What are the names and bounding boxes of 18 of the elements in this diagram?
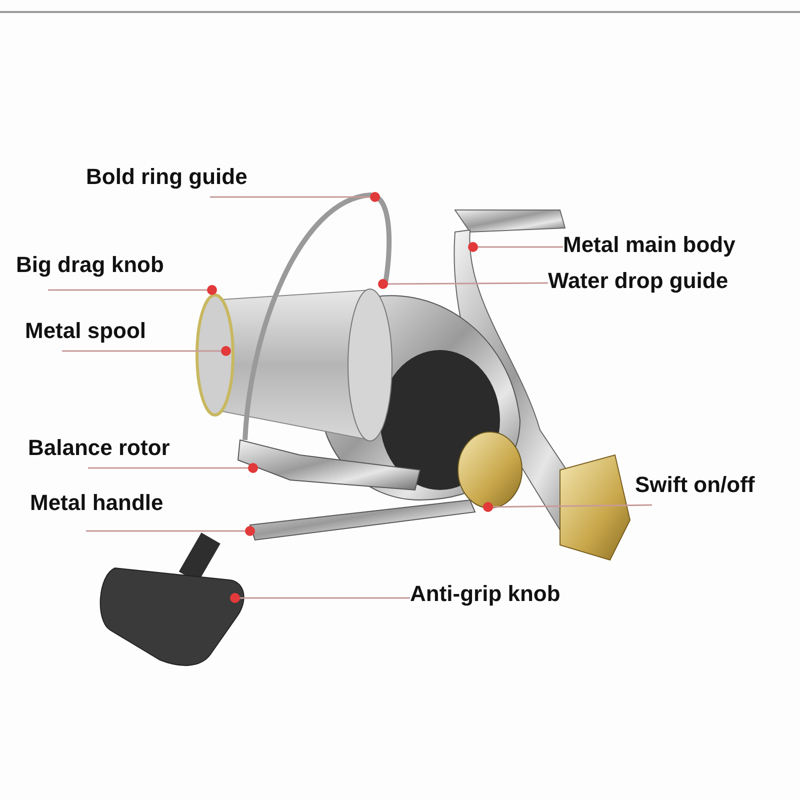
part-label: Balance rotor bbox=[28, 435, 240, 468]
leader-line bbox=[230, 593, 410, 603]
part-label: Metal handle bbox=[30, 490, 204, 531]
leader-line bbox=[86, 526, 255, 536]
part-label: Swift on/off bbox=[635, 472, 789, 505]
part-label: Bold ring guide bbox=[86, 164, 290, 197]
part-label: Big drag knob bbox=[16, 252, 204, 290]
leader-line bbox=[483, 502, 652, 512]
leader-line bbox=[62, 346, 231, 356]
leader-line bbox=[378, 279, 548, 289]
part-label: Water drop guide bbox=[548, 268, 778, 298]
leader-line bbox=[48, 285, 217, 295]
part-label: Anti-grip knob bbox=[410, 581, 600, 611]
leader-line bbox=[210, 192, 380, 202]
part-label: Metal main body bbox=[563, 232, 785, 262]
leader-line bbox=[88, 463, 258, 473]
part-label: Metal spool bbox=[25, 318, 183, 351]
leader-line bbox=[468, 242, 563, 252]
